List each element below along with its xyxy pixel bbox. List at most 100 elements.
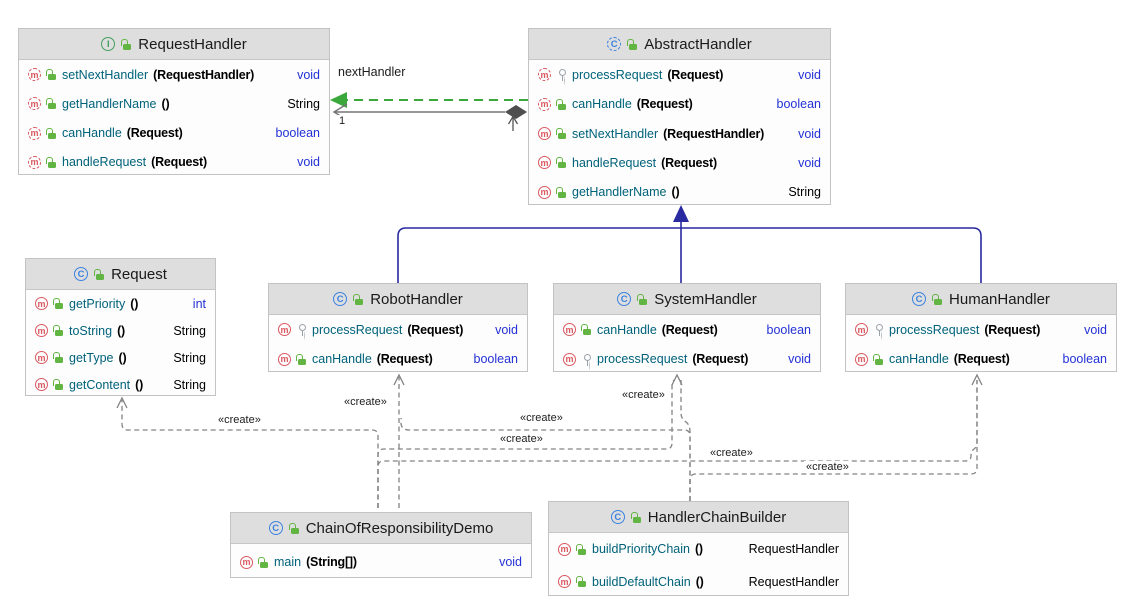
public-lock-icon — [581, 323, 592, 336]
class-node-requesthandler[interactable]: I RequestHandler m setNextHandler(Reques… — [18, 28, 330, 175]
method-icon: m — [278, 323, 291, 337]
class-node-abstracthandler[interactable]: C AbstractHandler m processRequest(Reque… — [528, 28, 831, 205]
public-lock-icon — [873, 353, 884, 366]
method-return-type: void — [798, 126, 821, 141]
create-edge-builder-systemhandler[interactable] — [680, 380, 691, 501]
class-node-request[interactable]: C Request m getPriority() int m toString… — [25, 258, 216, 396]
method-return-type: RequestHandler — [748, 574, 839, 589]
public-lock-icon — [576, 575, 587, 588]
method-icon: m — [563, 352, 576, 366]
method-row[interactable]: m processRequest(Request) void — [846, 315, 1116, 345]
method-row[interactable]: m getPriority() int — [26, 290, 215, 317]
abstract-class-icon: C — [607, 37, 622, 51]
method-row[interactable]: m setNextHandler(RequestHandler) void — [19, 60, 329, 89]
method-return-type: String — [287, 96, 320, 111]
method-icon: m — [35, 324, 48, 337]
public-lock-icon — [258, 556, 269, 569]
method-row[interactable]: m toString() String — [26, 317, 215, 344]
method-params: (Request) — [692, 352, 749, 367]
public-lock-icon — [556, 127, 567, 140]
method-row[interactable]: m processRequest(Request) void — [554, 345, 820, 375]
class-header[interactable]: I RequestHandler — [19, 29, 329, 60]
method-return-type: void — [499, 555, 522, 569]
class-icon: C — [333, 292, 348, 306]
method-name: buildDefaultChain — [592, 574, 691, 589]
method-row[interactable]: m handleRequest(Request) void — [19, 148, 329, 177]
method-params: (Request) — [661, 155, 717, 170]
method-name: getHandlerName — [62, 96, 157, 111]
create-edge-builder-robothandler[interactable] — [400, 418, 691, 501]
method-return-type: void — [798, 155, 821, 170]
method-name: processRequest — [889, 322, 980, 337]
create-arrowhead-request — [116, 396, 128, 409]
class-header[interactable]: C AbstractHandler — [529, 29, 830, 60]
class-icon: C — [74, 267, 89, 281]
method-row[interactable]: m canHandle(Request) boolean — [269, 345, 527, 375]
method-icon: m — [35, 351, 48, 364]
public-lock-icon — [46, 127, 57, 140]
class-header[interactable]: C RobotHandler — [269, 284, 527, 315]
class-node-systemhandler[interactable]: C SystemHandler m canHandle(Request) boo… — [553, 283, 821, 372]
class-node-humanhandler[interactable]: C HumanHandler m processRequest(Request)… — [845, 283, 1117, 372]
method-icon: m — [558, 542, 571, 556]
protected-key-icon — [296, 323, 307, 337]
create-edge-demo-request[interactable] — [121, 400, 379, 508]
class-header[interactable]: C HumanHandler — [846, 284, 1116, 315]
method-params: (Request) — [984, 322, 1041, 337]
aggregation-diamond — [505, 105, 527, 119]
method-row[interactable]: m setNextHandler(RequestHandler) void — [529, 119, 830, 148]
method-return-type: void — [297, 155, 320, 170]
method-params: (RequestHandler) — [153, 67, 255, 82]
method-row[interactable]: m buildDefaultChain() RequestHandler — [549, 566, 848, 599]
inheritance-edge[interactable] — [397, 227, 982, 283]
method-row[interactable]: m getType() String — [26, 344, 215, 371]
method-row[interactable]: m canHandle(Request) boolean — [19, 119, 329, 148]
class-node-robothandler[interactable]: C RobotHandler m processRequest(Request)… — [268, 283, 528, 372]
method-return-type: void — [297, 67, 320, 82]
class-name: RobotHandler — [370, 290, 463, 308]
class-header[interactable]: C SystemHandler — [554, 284, 820, 315]
class-header[interactable]: C Request — [26, 259, 215, 290]
create-edge-builder-humanhandler[interactable] — [689, 380, 978, 501]
method-row[interactable]: m getContent() String — [26, 371, 215, 398]
method-icon: m — [538, 185, 551, 199]
edge-label-create: «create» — [518, 412, 565, 424]
method-row[interactable]: m canHandle(Request) boolean — [846, 345, 1116, 375]
create-edge-demo-humanhandler[interactable] — [377, 380, 978, 508]
method-name: buildPriorityChain — [592, 542, 690, 557]
public-lock-icon — [637, 293, 648, 306]
method-return-type: String — [788, 185, 821, 200]
create-arrowhead-systemhandler — [671, 373, 683, 386]
method-row[interactable]: m processRequest(Request) void — [269, 315, 527, 345]
method-params: () — [117, 323, 126, 338]
method-params: (Request) — [661, 322, 718, 337]
method-name: getPriority — [69, 296, 126, 311]
class-node-chainofresponsibilitydemo[interactable]: C ChainOfResponsibilityDemo m main(Strin… — [230, 512, 532, 578]
public-lock-icon — [627, 38, 638, 51]
class-name: ChainOfResponsibilityDemo — [305, 519, 494, 537]
method-row[interactable]: m getHandlerName() String — [529, 178, 830, 207]
method-name: getContent — [69, 377, 131, 392]
class-header[interactable]: C ChainOfResponsibilityDemo — [231, 513, 531, 544]
method-row[interactable]: m getHandlerName() String — [19, 89, 329, 118]
method-row[interactable]: m processRequest(Request) void — [529, 60, 830, 89]
class-node-handlerchainbuilder[interactable]: C HandlerChainBuilder m buildPriorityCha… — [548, 501, 849, 596]
method-params: () — [130, 296, 139, 311]
method-row[interactable]: m canHandle(Request) boolean — [529, 89, 830, 118]
public-lock-icon — [53, 297, 64, 310]
class-name: SystemHandler — [654, 290, 757, 308]
create-edge-demo-systemhandler[interactable] — [377, 379, 675, 508]
public-lock-icon — [53, 378, 64, 391]
method-row[interactable]: m handleRequest(Request) void — [529, 148, 830, 177]
class-header[interactable]: C HandlerChainBuilder — [549, 502, 848, 533]
method-name: canHandle — [312, 352, 372, 367]
method-name: main — [274, 555, 302, 569]
method-row[interactable]: m main(String[]) void — [231, 544, 531, 580]
method-row[interactable]: m buildPriorityChain() RequestHandler — [549, 533, 848, 566]
class-icon: C — [268, 521, 283, 535]
inheritance-arrowhead — [673, 205, 689, 222]
class-name: RequestHandler — [138, 35, 247, 53]
method-row[interactable]: m canHandle(Request) boolean — [554, 315, 820, 345]
protected-key-icon — [873, 323, 884, 337]
